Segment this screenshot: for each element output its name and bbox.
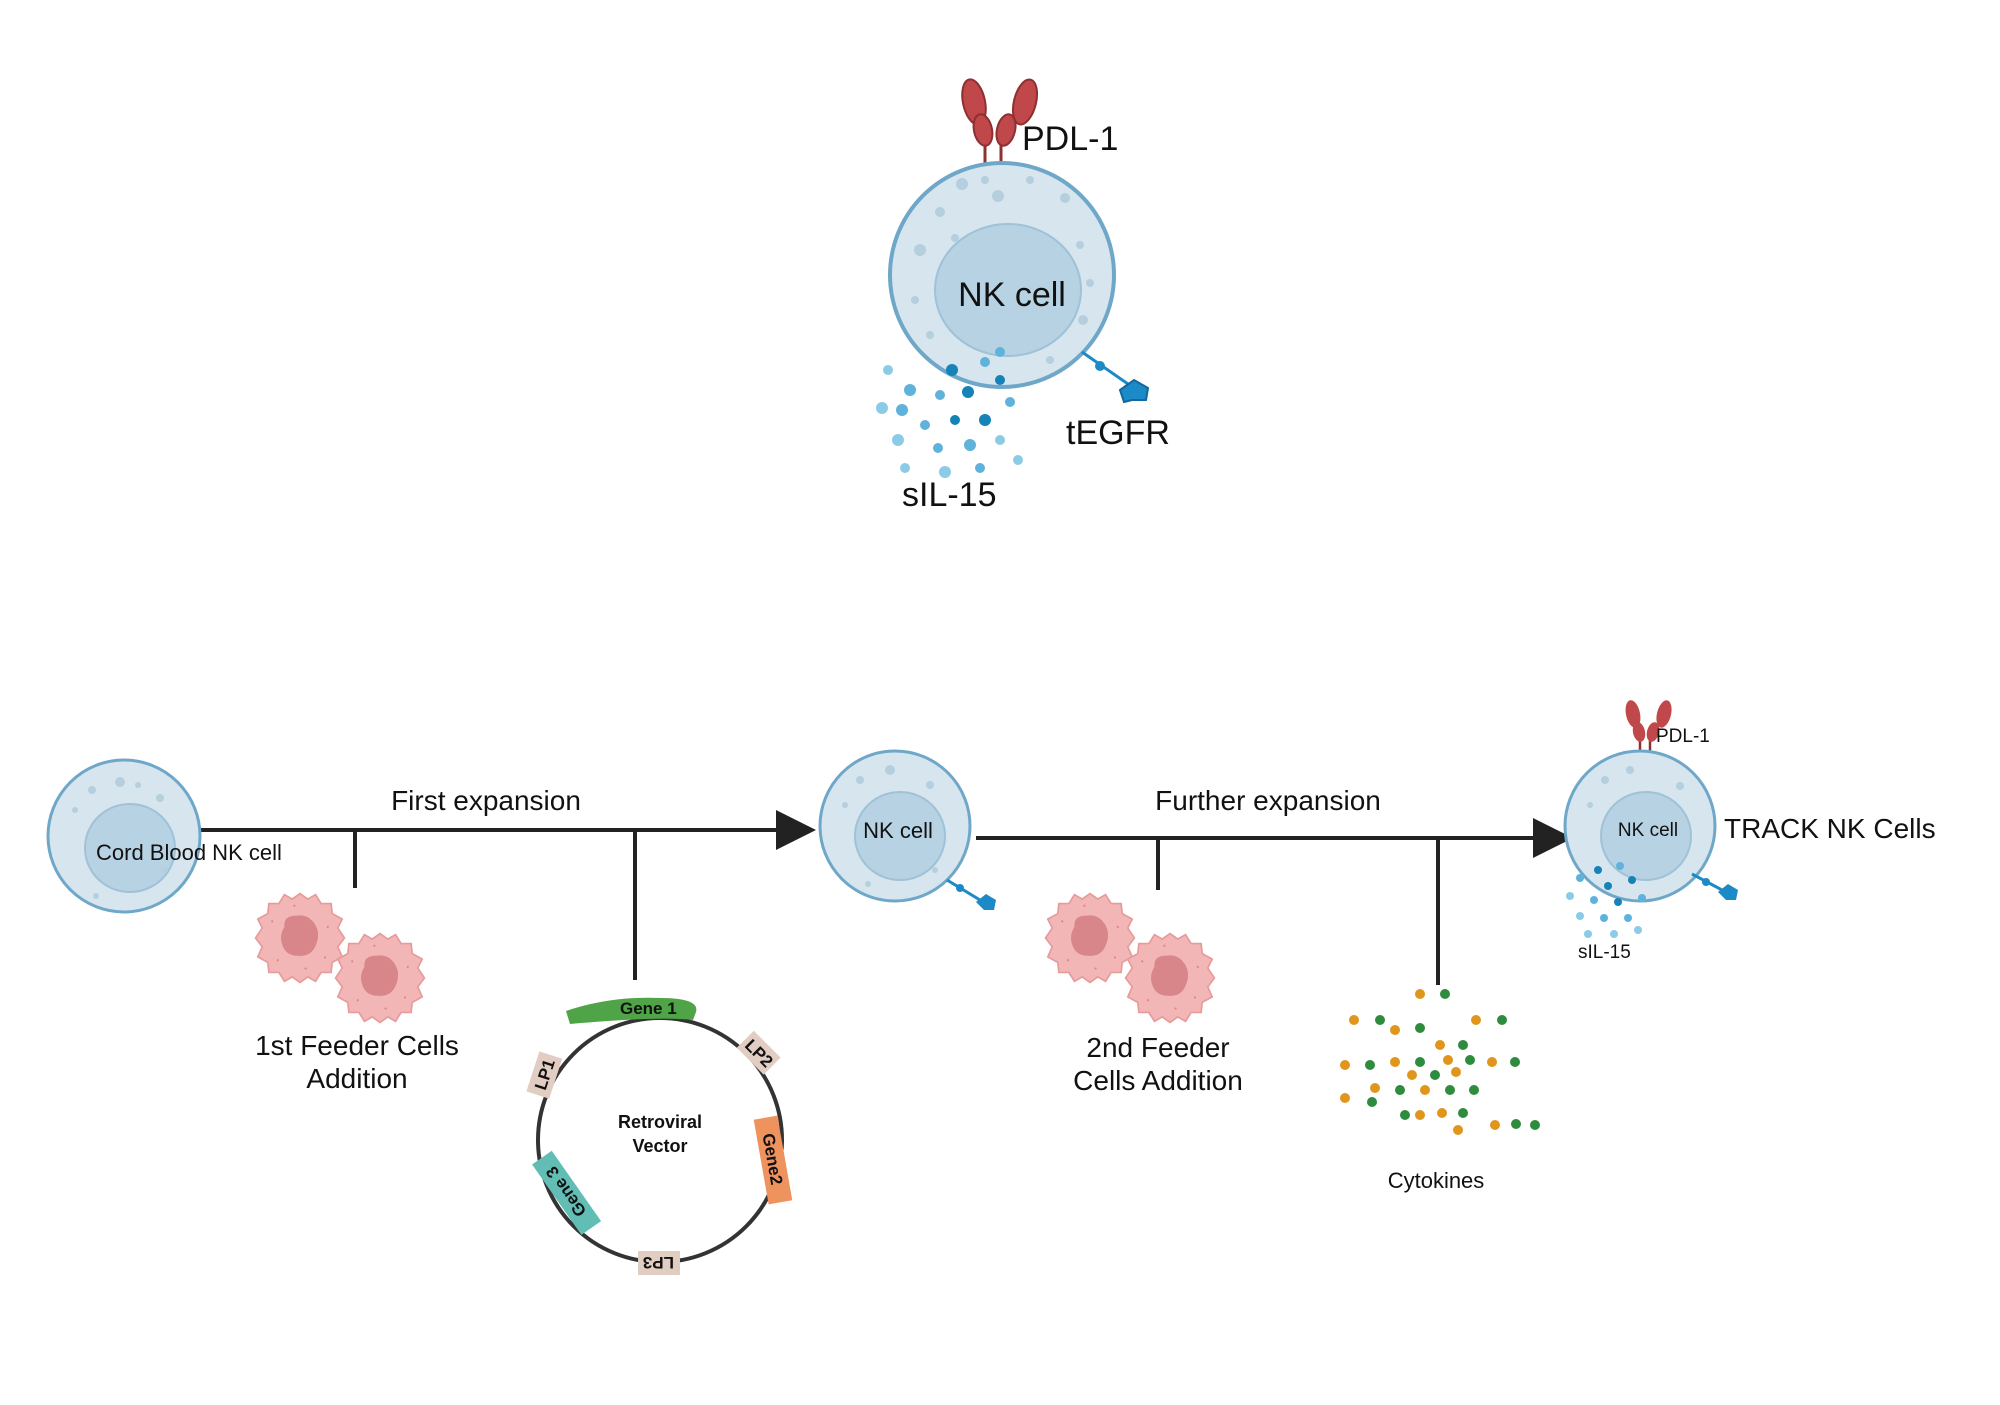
tegfr-label: tEGFR [1066, 414, 1170, 452]
retroviral-vector-plasmid: Gene 1 LP2 Gene2 LP3 Gene 3 LP1 Retrovir… [526, 997, 793, 1275]
vector-title-line2: Vector [632, 1136, 687, 1156]
svg-text:LP1: LP1 [531, 1057, 559, 1093]
second-feeder-cells-icon [1044, 892, 1216, 1024]
cord-blood-cell-label: Cord Blood NK cell [96, 840, 282, 865]
vector-segment-lp2: LP2 [736, 1030, 781, 1075]
first-feeder-cells-icon [254, 892, 426, 1024]
final-sil15-label: sIL-15 [1578, 942, 1631, 963]
top-nk-cell: NK cell PDL-1 tEGFR sIL-15 [876, 78, 1170, 514]
vector-segment-gene2: Gene2 [753, 1115, 793, 1205]
final-track-nk-cell [1563, 700, 1738, 938]
mid-cell-label: NK cell [863, 818, 933, 843]
tegfr-receptor-icon [1081, 350, 1150, 404]
sil15-label: sIL-15 [902, 476, 997, 514]
final-sil15-particles [1566, 862, 1646, 938]
pdl1-receptor-icon [961, 78, 1039, 192]
second-feeder-label-line2: Cells Addition [1073, 1065, 1243, 1096]
final-cell-label: NK cell [1618, 820, 1678, 841]
further-expansion-arrow [976, 818, 1573, 985]
mid-nk-cell [818, 749, 996, 910]
further-expansion-label: Further expansion [1155, 785, 1381, 816]
first-expansion-label: First expansion [391, 785, 581, 816]
vector-segment-lp1: LP1 [526, 1051, 563, 1099]
second-feeder-label-line1: 2nd Feeder [1086, 1032, 1229, 1063]
cord-blood-nk-cell [46, 758, 202, 914]
final-pdl1-label: PDL-1 [1656, 726, 1710, 747]
vector-segment-gene3: Gene 3 [532, 1150, 602, 1235]
nk-cell-nucleus [934, 223, 1082, 357]
vector-title-line1: Retroviral [618, 1112, 702, 1132]
sil15-particles [876, 347, 1023, 478]
first-feeder-label-line1: 1st Feeder Cells [255, 1030, 459, 1061]
cytoplasm-granules [911, 176, 1094, 364]
cytokines-particles [1340, 989, 1540, 1135]
track-nk-cells-label: TRACK NK Cells [1724, 813, 1936, 844]
mid-tegfr-icon [946, 878, 996, 910]
first-expansion-arrow [196, 810, 816, 980]
cytokines-label: Cytokines [1388, 1168, 1485, 1193]
vector-segment-lp3: LP3 [638, 1251, 680, 1275]
pdl1-label: PDL-1 [1022, 120, 1118, 158]
top-cell-label: NK cell [958, 276, 1066, 314]
svg-text:Gene 1: Gene 1 [620, 999, 677, 1018]
vector-segment-gene1: Gene 1 [566, 997, 697, 1024]
svg-text:LP3: LP3 [643, 1253, 674, 1272]
final-tegfr-icon [1691, 872, 1738, 900]
first-feeder-label-line2: Addition [306, 1063, 407, 1094]
